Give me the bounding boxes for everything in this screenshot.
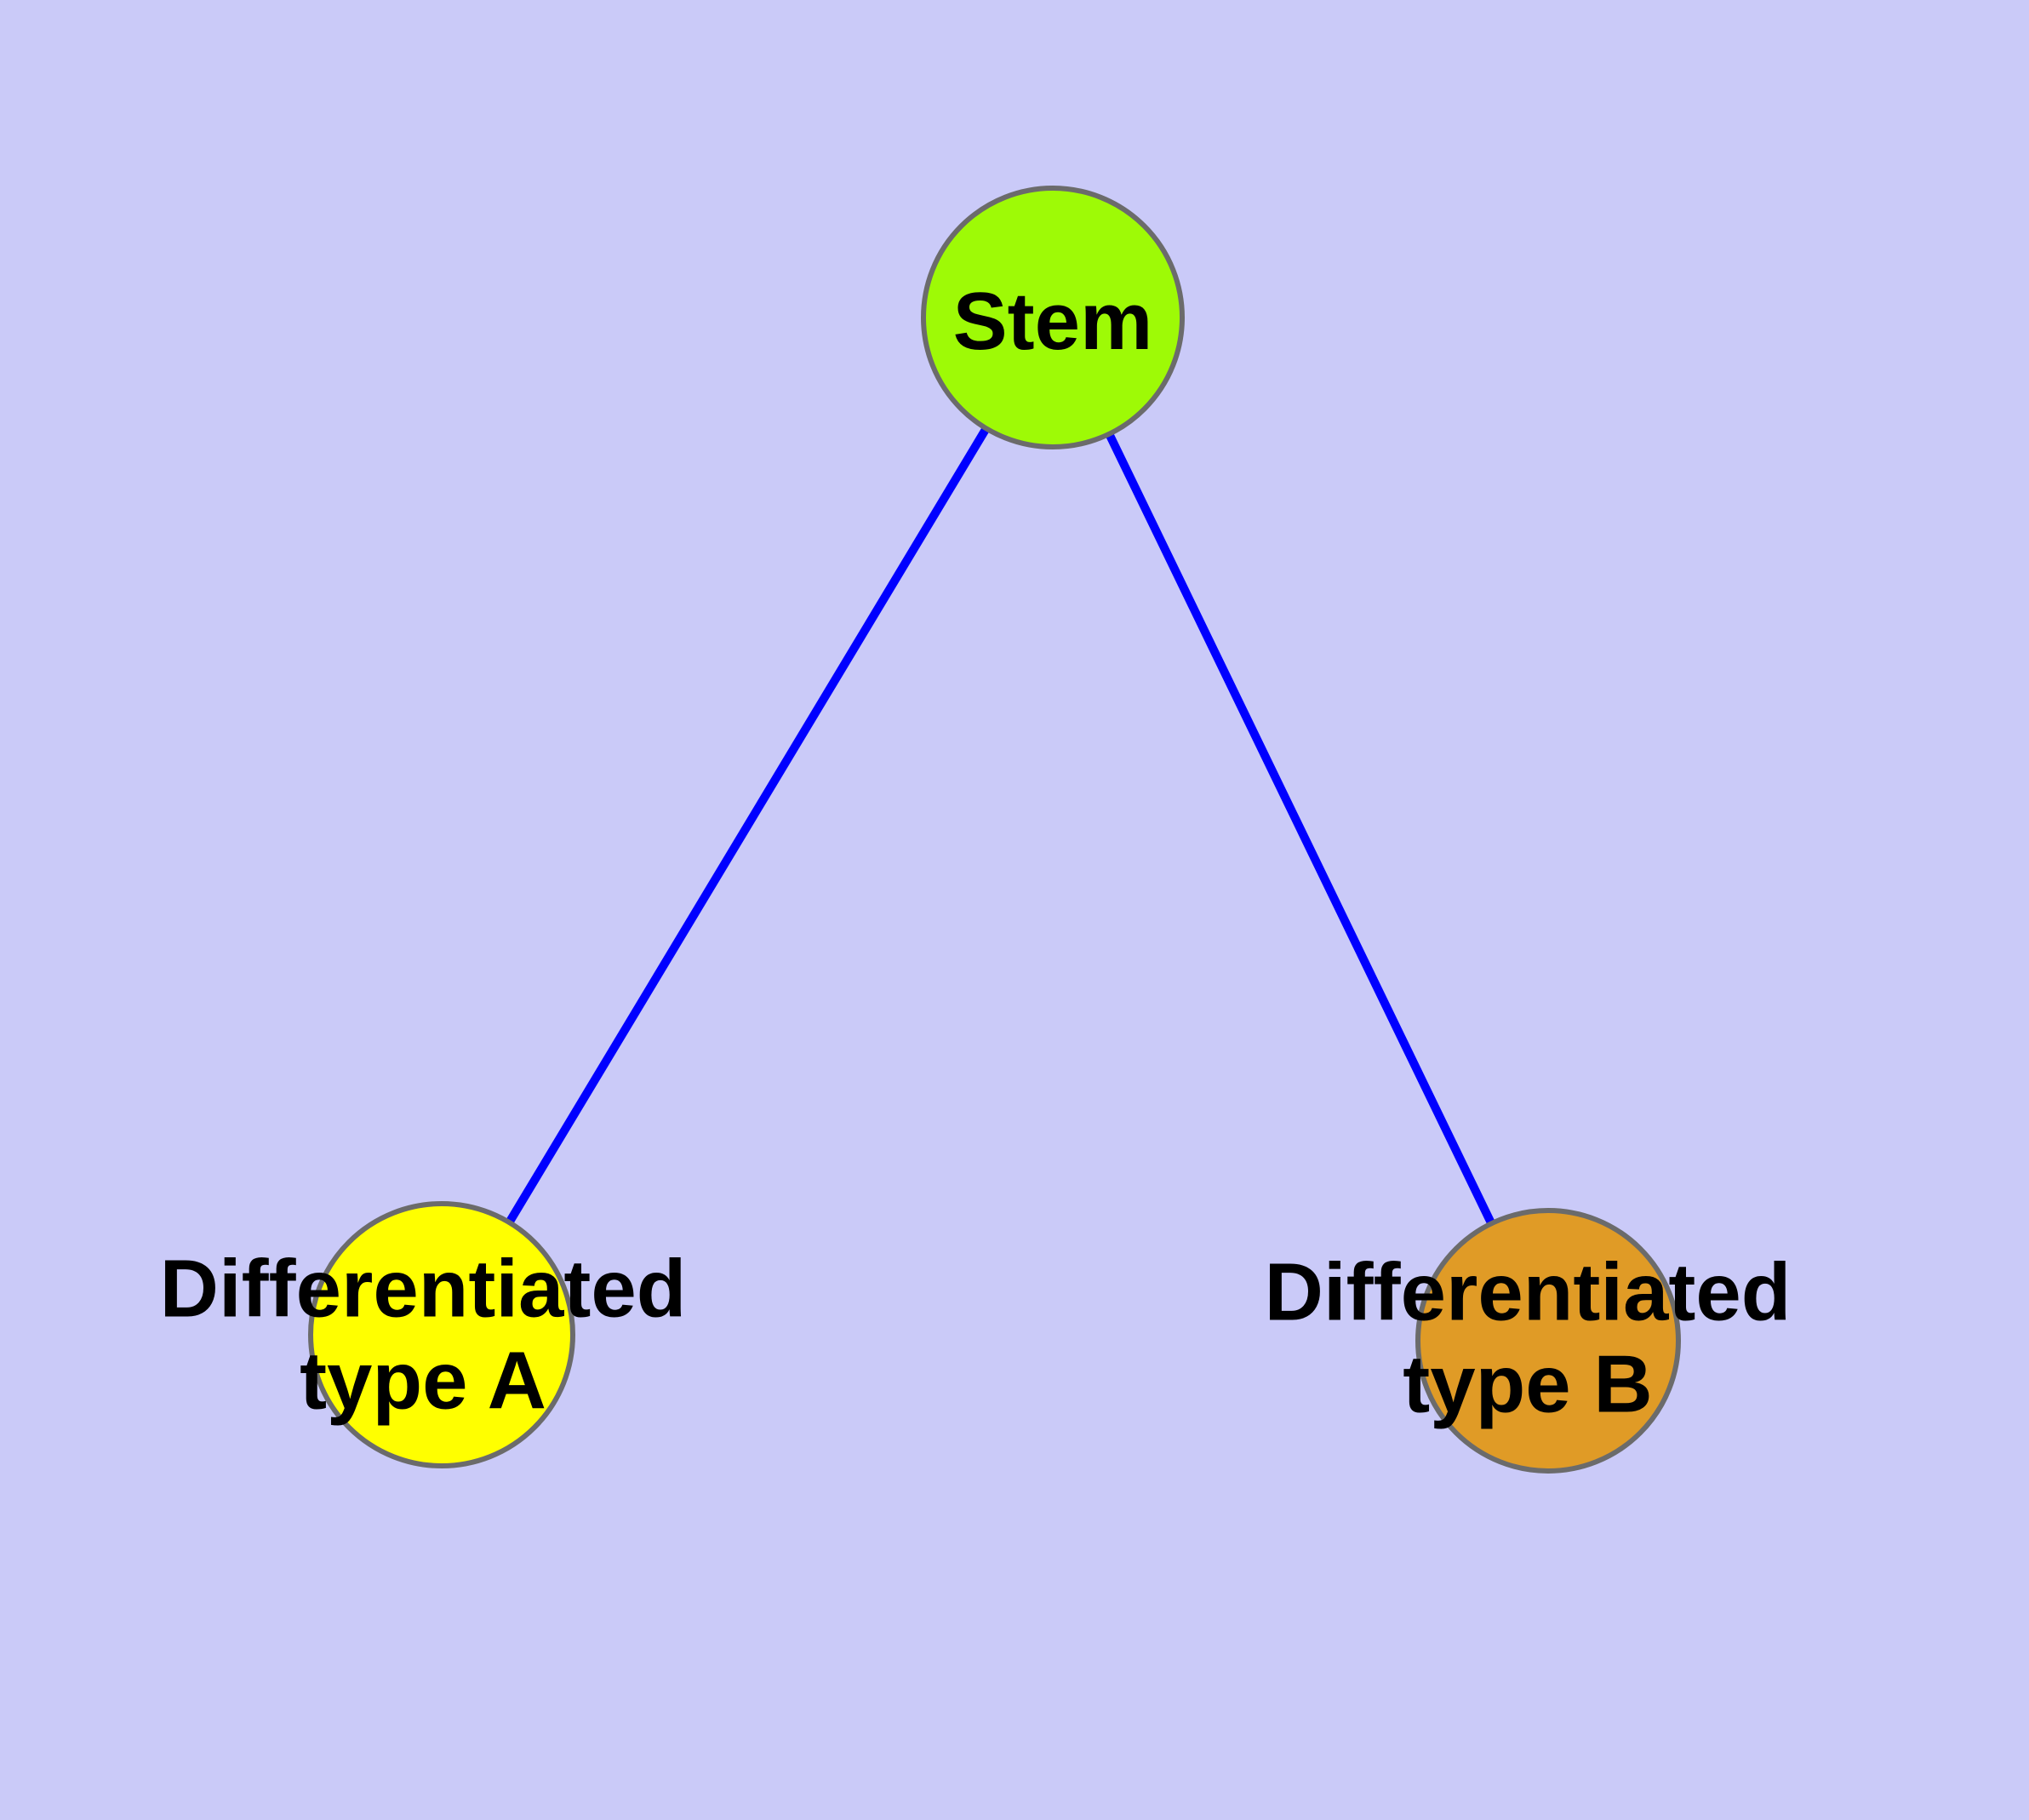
node-stem[interactable]	[921, 186, 1185, 449]
edge-stem-to-type-b[interactable]	[1049, 315, 1552, 1343]
node-differentiated-type-a[interactable]	[308, 1201, 575, 1468]
edges-layer	[437, 315, 1552, 1343]
node-differentiated-type-b[interactable]	[1415, 1208, 1681, 1474]
nodes-layer	[308, 186, 1681, 1474]
edge-stem-to-type-a[interactable]	[437, 315, 1057, 1337]
